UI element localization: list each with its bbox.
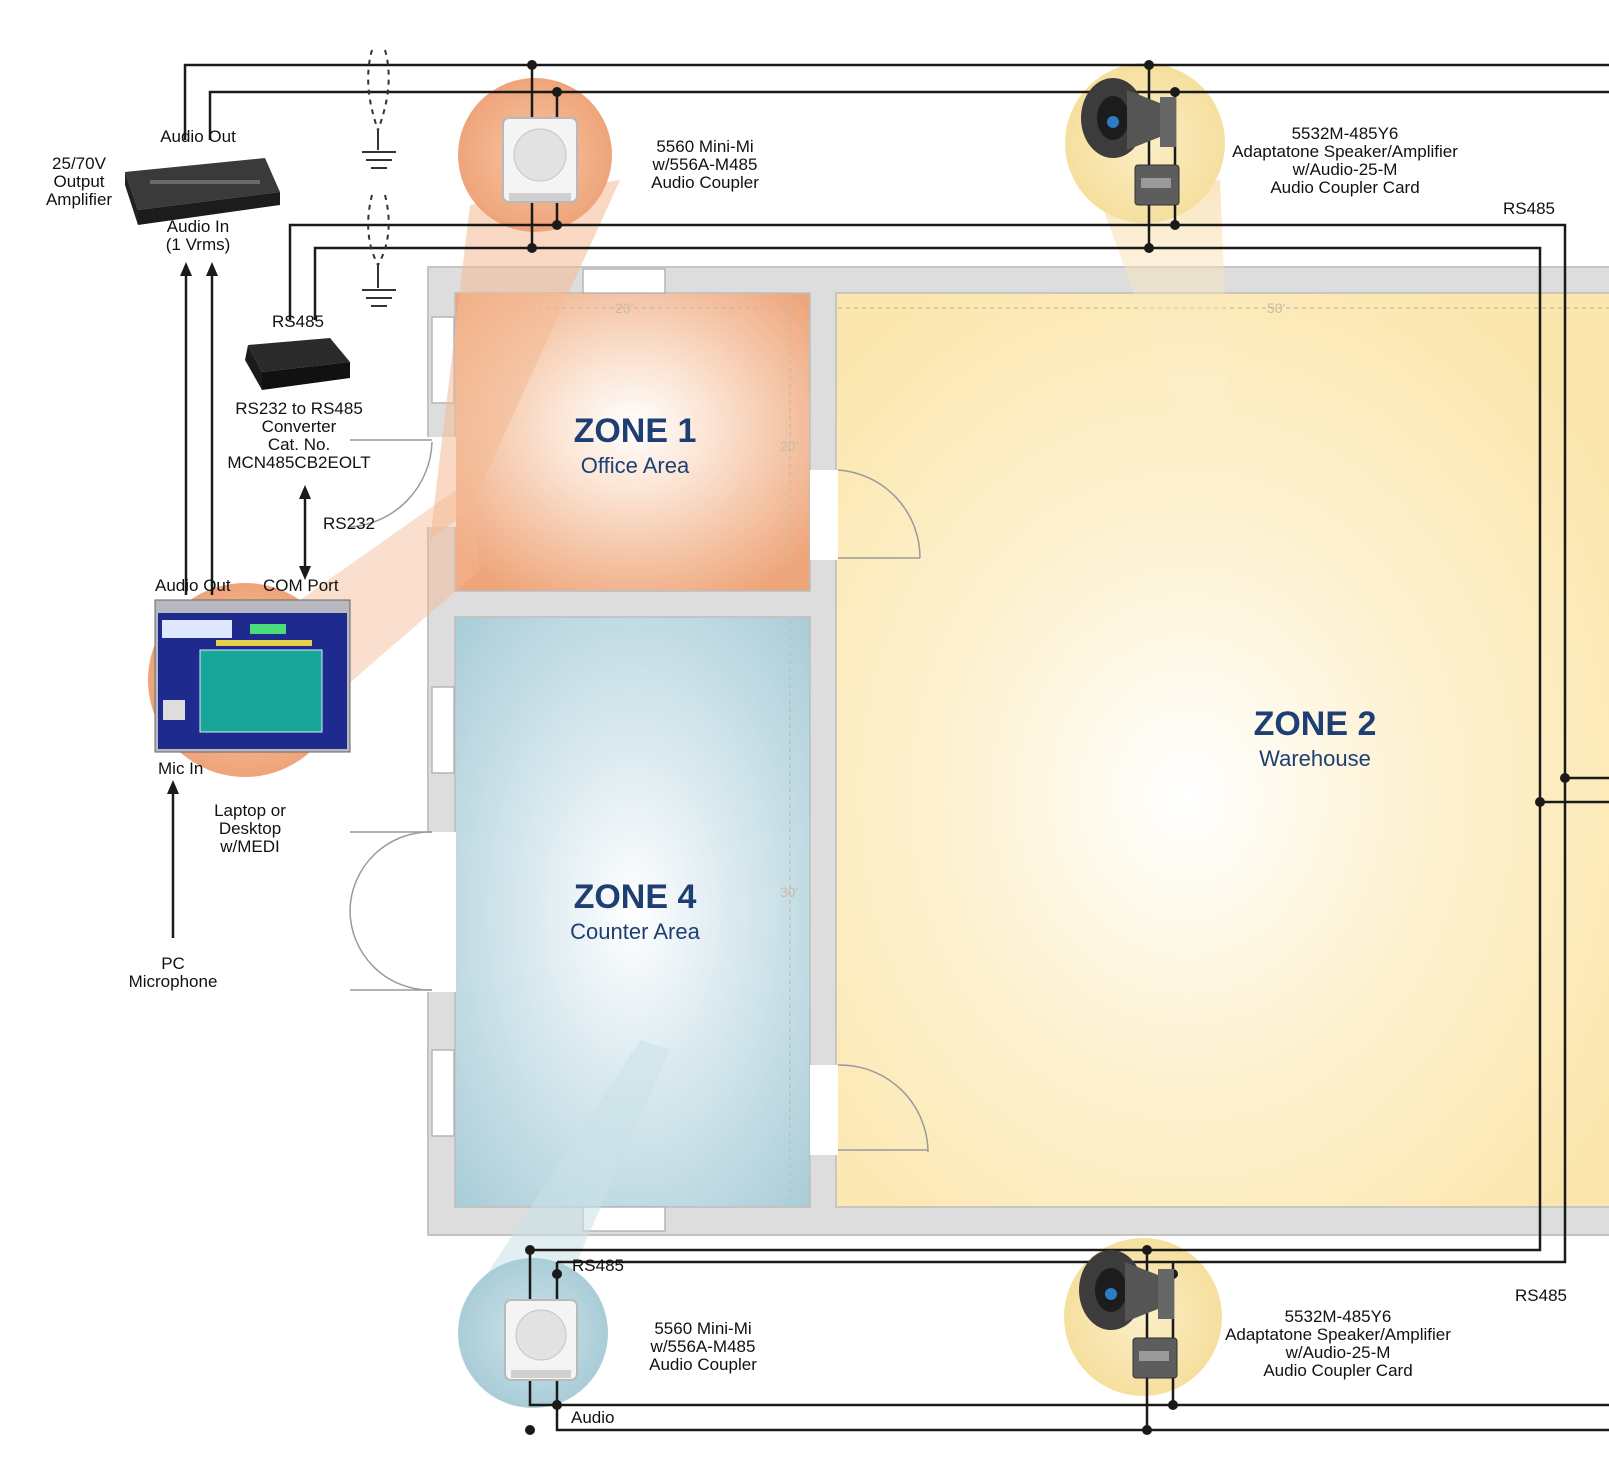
converter-name-line: RS232 to RS485: [235, 399, 363, 418]
ground-symbol: [362, 49, 396, 169]
amplifier-name-line: Amplifier: [45, 189, 113, 209]
wire-junctions: [525, 60, 1570, 1435]
zone-4-subtitle: Counter Area: [570, 919, 700, 944]
device-line: Adaptatone Speaker/Amplifier: [1232, 141, 1458, 161]
zone-2-label: ZONE 2 Warehouse: [1215, 705, 1415, 772]
device-line: Audio Coupler: [649, 1354, 757, 1374]
zone-1-title: ZONE 1: [573, 412, 697, 450]
computer-name-line: Desktop: [218, 818, 282, 838]
mini-mi-speaker-icon: [504, 1299, 578, 1381]
amplifier-audio-in-label: Audio In (1 Vrms): [150, 218, 246, 254]
pc-microphone-line: Microphone: [128, 971, 218, 991]
ground-symbol: [362, 194, 396, 307]
converter-rs485-label: RS485: [272, 312, 324, 331]
horn-top-label: 5532M-485Y6 Adaptatone Speaker/Amplifier…: [1210, 125, 1480, 196]
pc-microphone-line: PC: [161, 954, 185, 973]
horn-bottom-label: 5532M-485Y6 Adaptatone Speaker/Amplifier…: [1203, 1308, 1473, 1379]
amplifier-name-line: Output: [53, 171, 105, 191]
device-line: w/Audio-25-M: [1292, 159, 1398, 179]
converter-name-line: MCN485CB2EOLT: [227, 452, 371, 472]
zone-2-subtitle: Warehouse: [1259, 746, 1371, 771]
amplifier-icon: [125, 158, 280, 225]
amplifier-name: 25/70V Output Amplifier: [38, 155, 120, 209]
computer-com-port-label: COM Port: [263, 576, 339, 595]
amplifier-name-line: 25/70V: [52, 154, 106, 173]
converter-rs232-label: RS232: [323, 514, 375, 533]
converter-name-line: Converter: [261, 416, 337, 436]
computer-name-line: w/MEDI: [220, 836, 280, 856]
computer-name-line: Laptop or: [214, 801, 286, 820]
amplifier-audio-out-label: Audio Out: [160, 127, 236, 146]
device-line: Adaptatone Speaker/Amplifier: [1225, 1324, 1451, 1344]
device-line: w/Audio-25-M: [1285, 1342, 1391, 1362]
zone-2-title: ZONE 2: [1253, 705, 1377, 743]
converter-name: RS232 to RS485 Converter Cat. No. MCN485…: [220, 400, 378, 471]
dimension-label: 20': [780, 438, 799, 454]
dimension-label: 20': [615, 300, 634, 316]
device-line: 5560 Mini-Mi: [654, 1319, 752, 1338]
mini-mi-speaker-icon: [502, 117, 578, 203]
pc-microphone-label: PC Microphone: [118, 955, 228, 991]
windows: [431, 268, 666, 1232]
wire-audio-label: Audio: [571, 1408, 615, 1427]
mini-mi-bottom-label: 5560 Mini-Mi w/556A-M485 Audio Coupler: [638, 1320, 768, 1374]
converter-name-line: Cat. No.: [267, 434, 331, 454]
dimension-label: 30': [780, 884, 799, 900]
device-line: 5532M-485Y6: [1284, 1307, 1392, 1326]
horn-speaker-icon: [1081, 78, 1180, 206]
device-line: w/556A-M485: [650, 1336, 756, 1356]
zone-4-title: ZONE 4: [573, 878, 697, 916]
amplifier-audio-in-line: Audio In: [166, 217, 230, 236]
zone-1-label: ZONE 1 Office Area: [535, 412, 735, 479]
device-line: 5532M-485Y6: [1291, 124, 1399, 143]
device-line: 5560 Mini-Mi: [656, 137, 754, 156]
computer-audio-out-label: Audio Out: [155, 576, 231, 595]
computer-name: Laptop or Desktop w/MEDI: [200, 802, 300, 856]
wire-rs485-label: RS485: [1503, 199, 1555, 218]
device-line: Audio Coupler Card: [1270, 177, 1420, 197]
wire-rs485-label: RS485: [1515, 1286, 1567, 1305]
converter-icon: [245, 338, 350, 390]
horn-speaker-icon: [1079, 1250, 1178, 1379]
computer-mic-in-label: Mic In: [158, 759, 204, 778]
zone-2-area: [835, 292, 1609, 1208]
arrowheads: [167, 262, 311, 794]
zone-4-label: ZONE 4 Counter Area: [525, 878, 745, 945]
computer-screen-icon: [154, 599, 351, 753]
mini-mi-top-label: 5560 Mini-Mi w/556A-M485 Audio Coupler: [640, 138, 770, 192]
amplifier-audio-in-line: (1 Vrms): [165, 234, 231, 254]
device-line: w/556A-M485: [652, 154, 758, 174]
device-line: Audio Coupler: [651, 172, 759, 192]
zone-1-subtitle: Office Area: [580, 453, 690, 478]
device-line: Audio Coupler Card: [1263, 1360, 1413, 1380]
dimension-label: 50': [1267, 300, 1286, 316]
wire-rs485-label: RS485: [572, 1256, 624, 1275]
